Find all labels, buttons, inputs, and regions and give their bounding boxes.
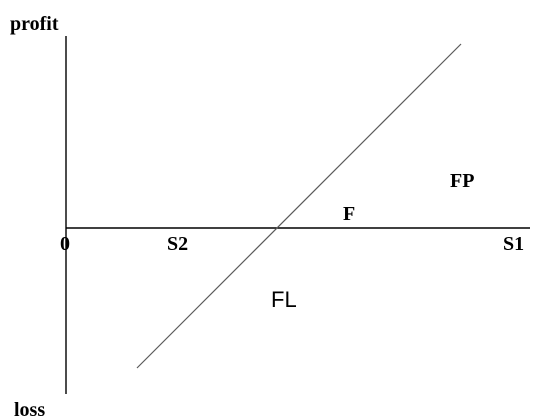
y-axis-bottom-label: loss [14, 399, 45, 420]
s1-label: S1 [503, 233, 524, 255]
s2-label: S2 [167, 233, 188, 255]
f-label: F [343, 203, 355, 225]
y-axis-top-label: profit [10, 13, 59, 35]
diagonal-line [136, 43, 462, 369]
fp-label: FP [450, 170, 474, 192]
origin-label: 0 [60, 233, 70, 255]
fl-label: FL [271, 287, 297, 312]
